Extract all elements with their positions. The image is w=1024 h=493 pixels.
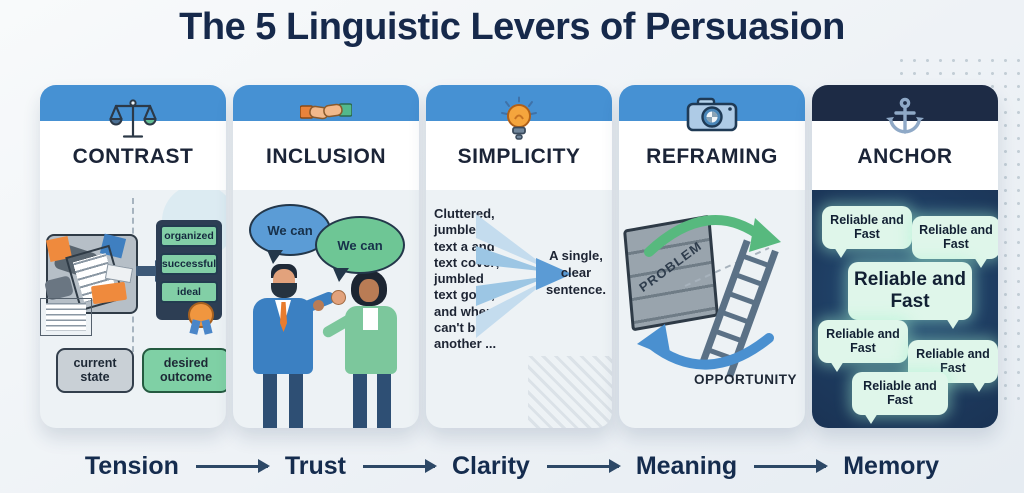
award-medal-icon (188, 302, 214, 328)
opportunity-label: OPPORTUNITY (693, 372, 797, 387)
flow-arrow-icon (363, 459, 437, 473)
desired-outcome-label: desired outcome (142, 348, 226, 393)
anchor-bubble: Reliable and Fast (818, 320, 908, 372)
woman-hand (313, 300, 324, 311)
man-tie (280, 302, 287, 332)
card-inclusion-title-zone (233, 121, 419, 190)
anchor-bubble: Reliable and Fast (912, 216, 998, 268)
card-simplicity-body: Cluttered, jumbled text a and text cover… (426, 190, 612, 428)
ordered-stack-illustration: organized successful ideal (156, 220, 222, 320)
woman-leg (377, 374, 391, 428)
flow-arrow-icon (754, 459, 829, 473)
card-inclusion-body: We can We can (233, 190, 419, 428)
man-leg (289, 374, 303, 428)
card-anchor-title: ANCHOR (857, 145, 953, 168)
clear-sentence-text: A single, clear sentence. (546, 248, 606, 297)
hatch-decoration (528, 356, 612, 428)
card-anchor: ANCHOR Reliable and Fast Reliable and Fa… (812, 85, 998, 428)
card-contrast-body: organized successful ideal current state… (40, 190, 226, 428)
flow-arrow-icon (195, 459, 270, 473)
man-leg (263, 374, 277, 428)
balance-scale-icon (40, 96, 226, 140)
messy-papers-illustration (43, 233, 138, 314)
woman-illustration (313, 270, 419, 428)
card-reframing-body: PROBLEM OPPORTUNITY (619, 190, 805, 428)
stack-item: organized (160, 225, 218, 247)
anchor-bubble: Reliable and Fast (848, 262, 972, 329)
orange-card-icon (90, 281, 128, 305)
card-anchor-body: Reliable and Fast Reliable and Fast Reli… (812, 190, 998, 428)
flow-arrow-icon (546, 459, 621, 473)
flow-label-tension: Tension (84, 452, 179, 480)
woman-shirt (363, 308, 378, 330)
card-reframing-title-zone (619, 121, 805, 190)
woman-face (359, 279, 379, 302)
anchor-bubble: Reliable and Fast (822, 206, 912, 258)
stack-item: ideal (160, 281, 218, 303)
lightbulb-icon (426, 96, 612, 142)
fist-bump-hands (331, 290, 346, 305)
man-illustration (239, 264, 346, 428)
card-simplicity-title: SIMPLICITY (457, 145, 581, 168)
flow-row: Tension Trust Clarity Meaning Memory (0, 452, 1024, 481)
man-beard (271, 283, 297, 298)
arrow-shaft (136, 266, 156, 276)
flow-label-memory: Memory (843, 452, 940, 480)
current-state-label: current state (56, 348, 134, 393)
page-title: The 5 Linguistic Levers of Persuasion (179, 6, 845, 48)
card-reframing-title: REFRAMING (646, 145, 778, 168)
handshake-icon (233, 96, 419, 128)
flow-label-clarity: Clarity (452, 452, 530, 480)
camera-icon (619, 96, 805, 134)
card-inclusion-title: INCLUSION (266, 145, 386, 168)
anchor-bubble: Reliable and Fast (908, 340, 998, 392)
converging-arrow-icon (476, 214, 572, 338)
card-reframing: REFRAMING PROBLEM (619, 85, 805, 428)
woman-leg (353, 374, 367, 428)
anchor-icon (812, 96, 998, 140)
speech-bubble-green: We can (315, 216, 405, 282)
reframing-arrows-and-ladder (637, 215, 781, 379)
paper-blob-icon (43, 275, 75, 301)
flow-label-trust: Trust (284, 452, 346, 480)
card-contrast-title: CONTRAST (72, 145, 194, 168)
flow-label-meaning: Meaning (635, 452, 738, 480)
card-contrast: CONTRAST organized successful idea (40, 85, 226, 428)
loose-paper-icon (40, 298, 92, 336)
card-simplicity: SIMPLICITY Cluttered, jumbled text a and… (426, 85, 612, 428)
stack-item: successful (160, 253, 218, 275)
card-inclusion: INCLUSION We can We can (233, 85, 419, 428)
anchor-bubble: Reliable and Fast (852, 372, 948, 424)
